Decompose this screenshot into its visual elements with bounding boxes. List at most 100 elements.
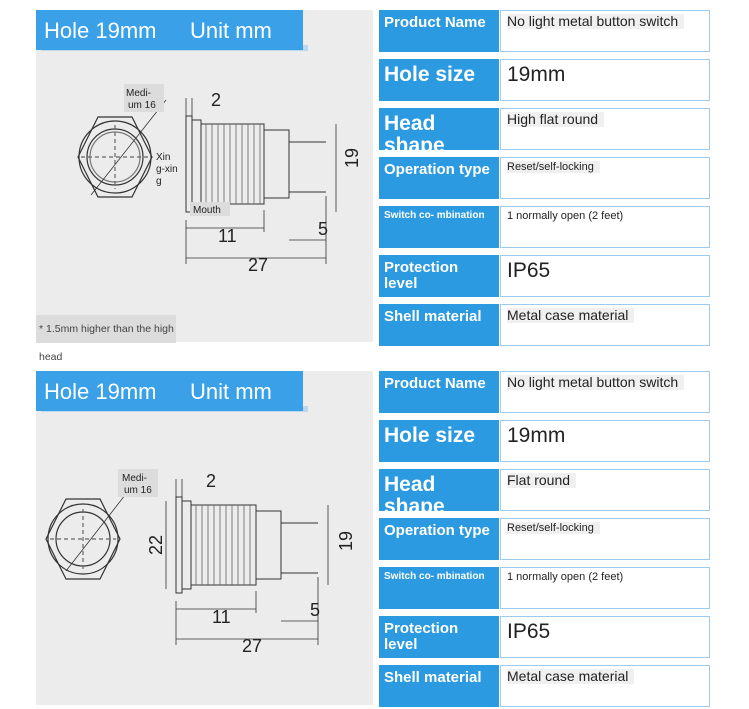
hex-outline <box>77 116 153 198</box>
spec-row-switch-combination: Switch co- mbination 1 normally open (2 … <box>379 206 710 248</box>
head-flange <box>175 496 183 594</box>
hole-label: Hole 19mm <box>44 18 157 43</box>
dim-label-5: 5 <box>310 600 320 620</box>
dim-label-11: 11 <box>218 226 237 246</box>
switch-dimension-drawing: Medi- um 16 Xin g-xin g Mouth <box>77 84 362 275</box>
hex-outline <box>45 498 121 580</box>
spec-value-text: IP65 <box>507 259 551 282</box>
medium-label-line1: Medi- <box>122 473 147 484</box>
spec-value-text: Metal case material <box>507 307 635 324</box>
spec-key: Head shape <box>379 469 499 511</box>
spec-value-text: Flat round <box>507 472 577 489</box>
dim-label-5: 5 <box>318 219 328 239</box>
spec-row-shell-material: Shell material Metal case material <box>379 665 710 707</box>
medium-label-line1: Medi- <box>126 88 151 99</box>
hexagon-front-view <box>45 480 137 580</box>
terminal-base <box>255 510 282 580</box>
switch-dimension-drawing: Medi- um 16 2 <box>45 469 356 656</box>
spec-row-protection-level: Protection level IP65 <box>379 255 710 297</box>
spec-row-shell-material: Shell material Metal case material <box>379 304 710 346</box>
footnote: * 1.5mm higher than the high head <box>36 315 176 363</box>
thread-lines <box>195 505 251 585</box>
spec-panel-flat-round: Hole 19mm Unit mm Medi- um 16 <box>0 361 749 709</box>
dimension-lines <box>165 479 329 645</box>
hole-header: Hole 19mm Unit mm <box>36 10 303 50</box>
xing-label-1: Xin <box>156 152 170 163</box>
dim-label-19: 19 <box>342 148 362 168</box>
outer-ring-circle <box>78 120 152 194</box>
spec-row-head-shape: Head shape High flat round <box>379 108 710 150</box>
side-view <box>185 115 326 213</box>
spec-value: IP65 <box>500 255 710 297</box>
spec-key: Operation type <box>379 518 499 560</box>
hole-label: Hole 19mm <box>44 379 157 404</box>
spec-key: Protection level <box>379 616 499 658</box>
spec-value: Reset/self-locking <box>500 518 710 560</box>
mouth-label: Mouth <box>193 205 221 216</box>
technical-drawing-area <box>36 10 373 342</box>
unit-label: Unit mm <box>190 18 272 43</box>
spec-value: Reset/self-locking <box>500 157 710 199</box>
spec-value: Metal case material <box>500 304 710 346</box>
spec-value: 1 normally open (2 feet) <box>500 206 710 248</box>
spec-key: Head shape <box>379 108 499 150</box>
spec-value-text: 1 normally open (2 feet) <box>507 571 624 583</box>
spec-value-text: Metal case material <box>507 668 635 685</box>
spec-key: Product Name <box>379 371 499 413</box>
spec-row-protection-level: Protection level IP65 <box>379 616 710 658</box>
spec-row-operation-type: Operation type Reset/self-locking <box>379 157 710 199</box>
spec-value: 19mm <box>500 59 710 101</box>
unit-label: Unit mm <box>190 379 272 404</box>
spec-row-switch-combination: Switch co- mbination 1 normally open (2 … <box>379 567 710 609</box>
spec-value-text: Reset/self-locking <box>507 522 600 535</box>
mouth-label-bg <box>190 202 230 216</box>
spec-row-product-name: Product Name No light metal button switc… <box>379 371 710 413</box>
dimension-lines <box>185 98 337 264</box>
spec-value-text: Reset/self-locking <box>507 161 600 174</box>
threaded-body <box>200 123 265 205</box>
medium-label-bg <box>124 84 164 112</box>
spec-value-text: 19mm <box>507 424 566 447</box>
spec-value-text: High flat round <box>507 111 605 128</box>
spec-value: No light metal button switch <box>500 371 710 413</box>
spec-value: High flat round <box>500 108 710 150</box>
dim-label-22: 22 <box>146 535 166 555</box>
spec-key: Product Name <box>379 10 499 52</box>
spec-key: Operation type <box>379 157 499 199</box>
dim-label-27: 27 <box>242 636 262 656</box>
spec-value: Flat round <box>500 469 710 511</box>
dim-label-27: 27 <box>248 255 268 275</box>
hole-header: Hole 19mm Unit mm <box>36 371 303 411</box>
dim-label-2: 2 <box>211 90 221 110</box>
threaded-body <box>190 504 257 586</box>
medium-label-bg <box>118 469 158 497</box>
xing-label-2: g-xin <box>156 164 178 175</box>
spec-key: Switch co- mbination <box>379 206 499 248</box>
head-collar <box>191 119 202 209</box>
dim-label-2: 2 <box>206 471 216 491</box>
spec-value-text: IP65 <box>507 620 551 643</box>
side-view <box>175 496 318 594</box>
spec-value: No light metal button switch <box>500 10 710 52</box>
spec-value-text: 19mm <box>507 63 566 86</box>
spec-value: Metal case material <box>500 665 710 707</box>
spec-value-text: No light metal button switch <box>507 13 685 30</box>
spec-key: Protection level <box>379 255 499 297</box>
spec-row-hole-size: Hole size 19mm <box>379 420 710 462</box>
spec-value: 19mm <box>500 420 710 462</box>
medium-label-line2: um 16 <box>128 100 156 111</box>
spec-key: Shell material <box>379 665 499 707</box>
spec-row-hole-size: Hole size 19mm <box>379 59 710 101</box>
spec-panel-high-flat-round: Hole 19mm Unit mm Medi- um 16 Xin g-xin … <box>0 0 749 363</box>
spec-key: Switch co- mbination <box>379 567 499 609</box>
medium-label-line2: um 16 <box>124 485 152 496</box>
dim-label-19: 19 <box>336 531 356 551</box>
spec-key: Shell material <box>379 304 499 346</box>
spec-value-text: 1 normally open (2 feet) <box>507 210 624 222</box>
spec-row-head-shape: Head shape Flat round <box>379 469 710 511</box>
hexagon-front-view <box>77 99 167 198</box>
spec-key: Hole size <box>379 59 499 101</box>
outer-ring-circle <box>47 503 119 575</box>
spec-row-product-name: Product Name No light metal button switc… <box>379 10 710 52</box>
spec-key: Hole size <box>379 420 499 462</box>
